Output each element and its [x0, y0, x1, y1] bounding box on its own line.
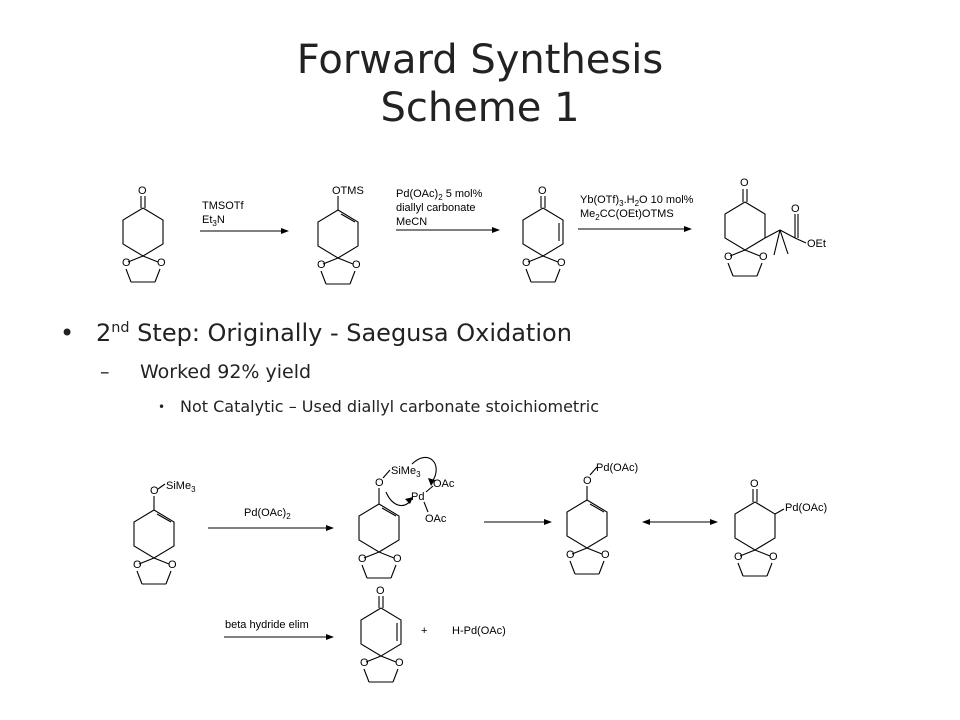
atom-o: O [601, 549, 610, 561]
bullet-not-catalytic-text: Not Catalytic – Used diallyl carbonate s… [180, 397, 600, 416]
label-beta-hydride: beta hydride elim [225, 619, 309, 631]
reagent-et3n: Et3N [202, 214, 225, 228]
bullet-dot-icon: • [158, 400, 166, 414]
atom-o: O [133, 559, 142, 571]
reagent-silyl-ketene-acetal: Me2CC(OEt)OTMS [580, 208, 674, 222]
atom-o: O [557, 257, 566, 269]
mech-enone-product: O O O [360, 585, 404, 683]
bullet-step2-text: Step: Originally - Saegusa Oxidation [129, 319, 572, 347]
molecule-4-product: O O OEt O O [724, 177, 826, 277]
bullet-step2-num: 2 [96, 319, 112, 347]
molecule-3-enone: O O O [522, 185, 566, 283]
atom-o: O [538, 185, 547, 197]
mech-pd-enolate-o: Pd(OAc) O O O [566, 462, 638, 575]
atom-o: O [759, 251, 768, 263]
reagent-yb: Yb(OTf)3.H2O 10 mol% [580, 194, 694, 208]
atom-o: O [724, 251, 733, 263]
atom-o: O [122, 257, 131, 269]
group-pdoac: Pd(OAc) [596, 462, 638, 474]
group-sime3: SiMe3 [166, 480, 196, 494]
atom-o: O [157, 257, 166, 269]
atom-pd: Pd [411, 491, 424, 503]
atom-o: O [750, 478, 759, 490]
reagent-pdoac2: Pd(OAc)2 5 mol% [396, 188, 483, 202]
resonance-arrow [642, 519, 718, 525]
bullet-not-catalytic: • Not Catalytic – Used diallyl carbonate… [60, 396, 920, 418]
atom-o: O [522, 257, 531, 269]
molecule-1-ketone: O O O [122, 185, 166, 283]
group-oet: OEt [807, 238, 826, 250]
atom-o: O [734, 551, 743, 563]
bullet-yield: – Worked 92% yield [60, 360, 920, 384]
atom-o: O [566, 549, 575, 561]
atom-o: O [317, 259, 326, 271]
group-oac: OAc [425, 513, 447, 525]
atom-o: O [376, 585, 385, 597]
reaction-arrow-2: Pd(OAc)2 5 mol% diallyl carbonate MeCN [396, 188, 500, 233]
mech-pd-complex: SiMe3 O Pd OAc OAc O O [358, 457, 455, 579]
mech-silyl-enol-ether: SiMe3 O O O [133, 480, 196, 585]
atom-o: O [393, 553, 402, 565]
reagent-tmsotf: TMSOTf [202, 200, 244, 212]
dash-icon: – [100, 361, 110, 383]
reagent-pdoac2: Pd(OAc)2 [244, 507, 291, 521]
plus-sign: + [421, 625, 427, 637]
atom-o: O [583, 475, 592, 487]
atom-o: O [791, 203, 800, 215]
group-oac: OAc [433, 478, 455, 490]
atom-o: O [375, 477, 384, 489]
atom-o: O [395, 657, 404, 669]
beta-elim-arrow: beta hydride elim [224, 619, 334, 640]
atom-o: O [740, 177, 749, 189]
atom-o: O [360, 657, 369, 669]
mech-arrow-1: Pd(OAc)2 [208, 507, 334, 531]
group-sime3: SiMe3 [391, 465, 421, 479]
reaction-arrow-3: Yb(OTf)3.H2O 10 mol% Me2CC(OEt)OTMS [578, 194, 694, 232]
bullet-yield-text: Worked 92% yield [140, 361, 312, 383]
reagent-diallyl-carbonate: diallyl carbonate [396, 202, 476, 214]
molecule-2-silyl-enol-ether: OTMS O O [317, 185, 364, 285]
title-line-1: Forward Synthesis [296, 37, 664, 83]
reagent-mecn: MeCN [396, 216, 427, 228]
atom-o: O [769, 551, 778, 563]
reaction-arrow-1: TMSOTf Et3N [200, 200, 289, 234]
atom-o: O [358, 553, 367, 565]
atom-o: O [150, 485, 159, 497]
group-pdoac: Pd(OAc) [785, 502, 827, 514]
atom-o: O [168, 559, 177, 571]
group-otms: OTMS [332, 185, 364, 197]
slide-title: Forward Synthesis Scheme 1 [0, 36, 960, 132]
mech-arrow-2 [484, 519, 552, 525]
atom-o: O [352, 259, 361, 271]
atom-o: O [138, 185, 147, 197]
mech-pd-enolate-c: O Pd(OAc) O O [734, 478, 827, 577]
bullet-step2: • 2nd Step: Originally - Saegusa Oxidati… [60, 318, 920, 348]
bullet-step2-sup: nd [111, 320, 130, 336]
bullet-list: • 2nd Step: Originally - Saegusa Oxidati… [60, 318, 920, 418]
title-line-2: Scheme 1 [380, 85, 580, 131]
bullet-dot-icon: • [60, 319, 75, 347]
byproduct-hpdoac: H-Pd(OAc) [452, 625, 506, 637]
